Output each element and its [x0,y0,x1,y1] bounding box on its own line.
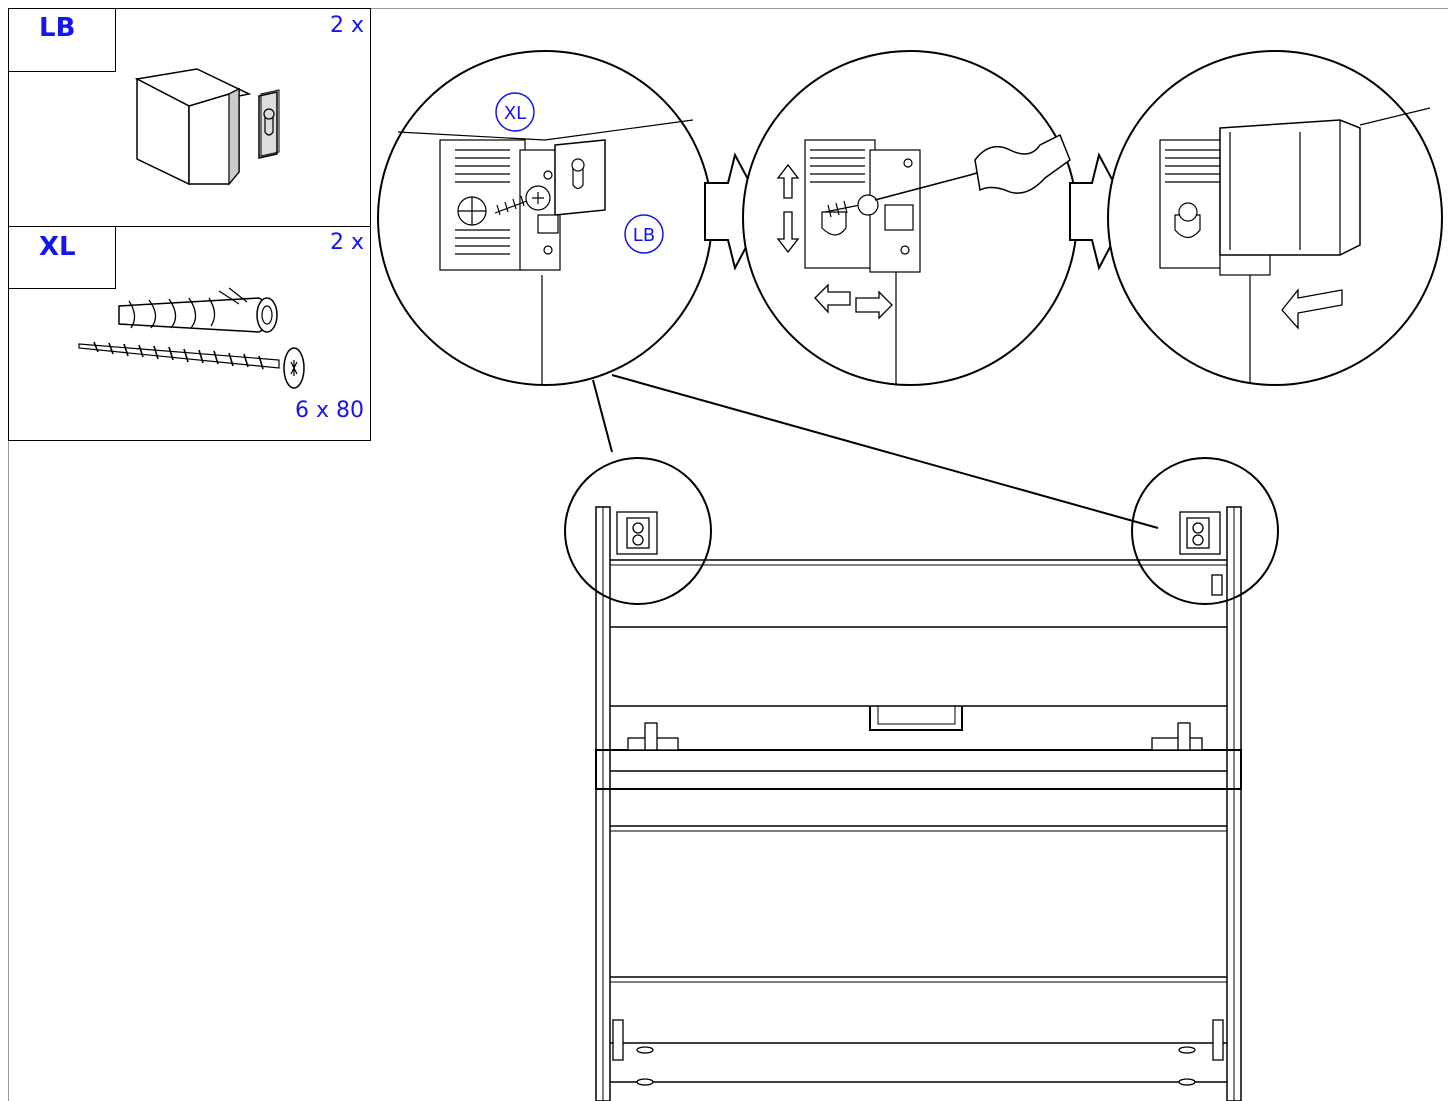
leader-line-right [611,374,1159,529]
screw-icon [78,341,305,389]
bracket-marker-left [616,511,658,555]
detail-circle-2 [742,50,1078,386]
part-xl-code: XL [39,232,76,262]
detail-circle-3 [1107,50,1443,386]
arrow-left-icon [814,283,851,314]
arrow-up-icon [776,163,800,199]
part-lb-code-box: LB [9,9,116,72]
parts-panel: LB 2 x XL 2 x 6 x 80 [8,8,371,441]
bracket-illustration [134,68,280,186]
callout-circle-right [1131,457,1279,605]
cabinet [595,506,1242,1101]
dowel-and-screw-illustration [78,287,305,389]
arrow-push-left-icon [1281,288,1343,330]
callout-xl-label: XL [504,103,526,124]
callout-lb-label: LB [633,225,655,246]
part-lb-cell: LB 2 x [9,9,370,227]
part-xl-quantity: 2 x [329,230,364,255]
detail-circle-1: XL LB [377,50,713,386]
hinges [612,722,1224,1086]
part-lb-code: LB [39,13,76,43]
part-lb-quantity: 2 x [329,13,364,38]
leader-line-left [592,379,613,453]
arrow-right-icon [855,290,893,320]
wall-plug-icon [118,287,278,333]
callout-lb-badge [624,214,664,254]
part-xl-cell: XL 2 x 6 x 80 [9,226,370,440]
arrow-down-icon [776,211,800,254]
part-xl-code-box: XL [9,226,116,289]
part-xl-size: 6 x 80 [295,398,364,423]
bracket-marker-right [1179,511,1223,596]
callout-xl-badge [495,92,535,132]
callout-circle-left [564,457,712,605]
page-frame [8,8,1448,1101]
